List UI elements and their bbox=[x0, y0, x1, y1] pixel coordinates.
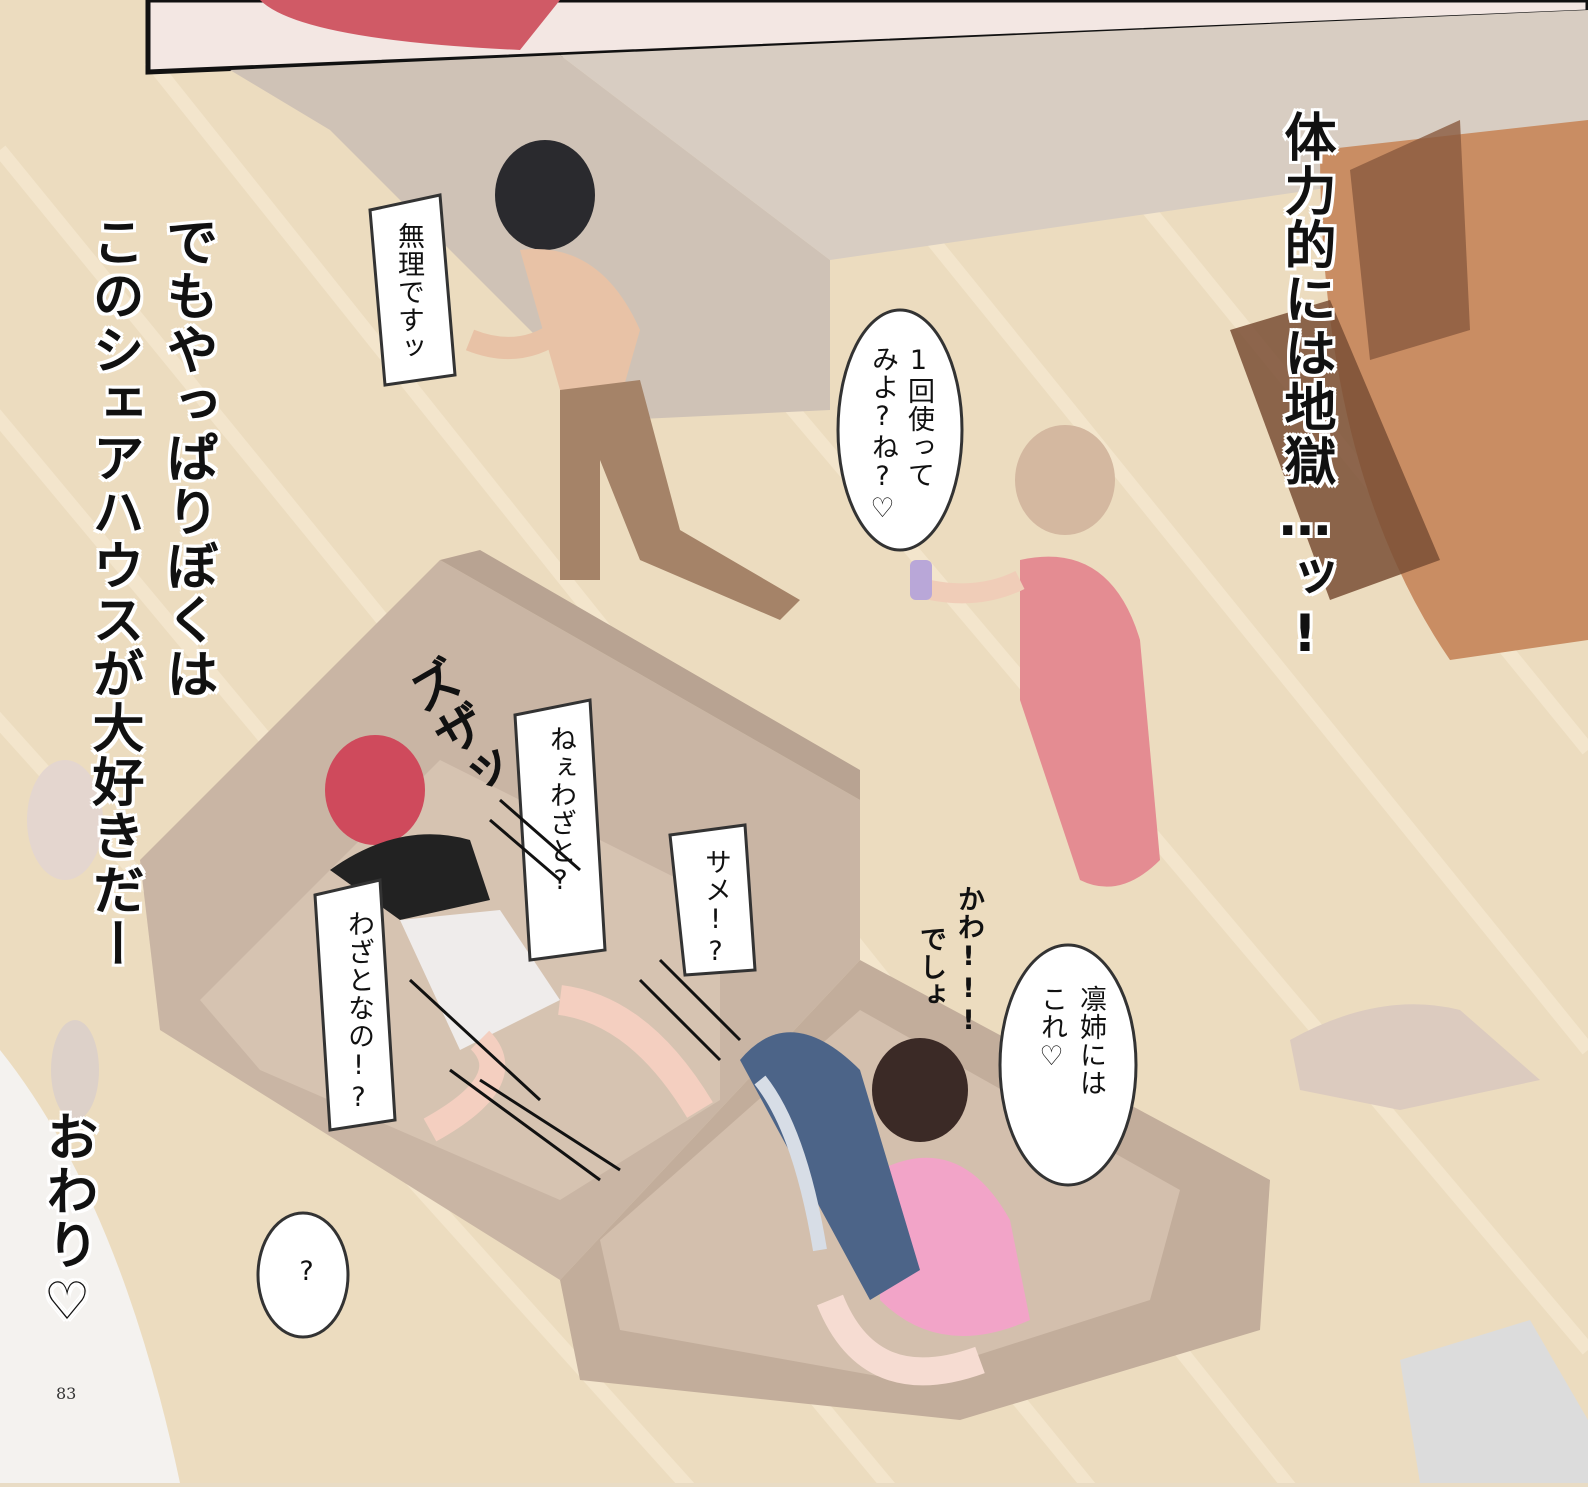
top-panel-figure bbox=[260, 0, 560, 50]
bubble-man-text: 無理ですッ bbox=[393, 222, 424, 362]
slipper bbox=[27, 760, 103, 880]
page-number: 83 bbox=[56, 1384, 77, 1403]
sfx-cute-line2: でしょ bbox=[915, 925, 946, 1009]
bubble-blonde-line1: 1回使って bbox=[903, 345, 934, 489]
bubble-brunette bbox=[998, 943, 1138, 1187]
bubble-shark bbox=[668, 823, 757, 977]
chair bbox=[1230, 300, 1440, 600]
bubble-question-text: ? bbox=[291, 1256, 322, 1288]
rug bbox=[0, 1050, 180, 1483]
bubble-blonde-line2: みよ?ね?♡ bbox=[867, 345, 898, 525]
speed-lines bbox=[408, 798, 742, 1182]
blonde-woman-figure bbox=[910, 425, 1160, 887]
sfx-cute-line1: かわ!!! bbox=[953, 885, 984, 1037]
bubble-blonde bbox=[836, 308, 964, 552]
brunette-girl-figure bbox=[740, 1032, 1030, 1386]
counter-top bbox=[560, 10, 1588, 260]
bubble-redhead-2 bbox=[313, 878, 397, 1132]
speech-bubbles bbox=[256, 193, 1138, 1339]
bubble-redhead-2-text: わざとなの!? bbox=[343, 910, 374, 1114]
narration-ending: おわり♡ bbox=[37, 1110, 97, 1334]
bubble-brunette-line2: これ♡ bbox=[1036, 985, 1067, 1073]
bubble-shark-text: サメ!? bbox=[700, 848, 731, 968]
bubble-question bbox=[256, 1211, 350, 1339]
bubble-redhead-1 bbox=[513, 698, 607, 962]
narration-left-line2: このシェアハウスが大好きだー bbox=[83, 215, 143, 971]
clothes-pile bbox=[1290, 1004, 1540, 1110]
redhead-woman-figure bbox=[325, 735, 713, 1142]
narration-right: 体力的には地獄…ッ! bbox=[1275, 110, 1335, 666]
chair bbox=[1350, 120, 1470, 360]
narration-left-line1: でもやっぱりぼくは bbox=[157, 215, 217, 701]
slipper bbox=[51, 1020, 99, 1120]
cushion bbox=[1400, 1320, 1588, 1483]
bubble-man bbox=[368, 193, 457, 387]
bubble-brunette-line1: 凛姉には bbox=[1075, 985, 1106, 1097]
man-figure bbox=[465, 140, 800, 620]
shark-plush bbox=[740, 1032, 920, 1300]
bubble-redhead-1-text: ねぇわざと? bbox=[545, 725, 576, 897]
